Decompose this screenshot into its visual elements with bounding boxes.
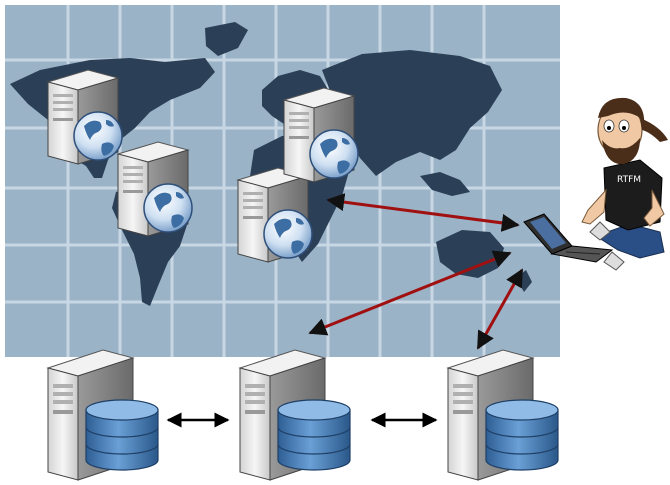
web-server-icon (117, 141, 193, 237)
connection-arrows (308, 193, 524, 350)
person-icon: RTFM (581, 97, 668, 271)
database-server-icon (239, 349, 351, 481)
database-server-icon (47, 349, 159, 481)
web-server-icon (237, 167, 313, 263)
laptop-icon (523, 213, 614, 263)
shirt-text: RTFM (617, 175, 641, 185)
web-server-icon (47, 69, 123, 165)
database-server-icon (447, 349, 559, 481)
web-server-icon (283, 87, 359, 183)
